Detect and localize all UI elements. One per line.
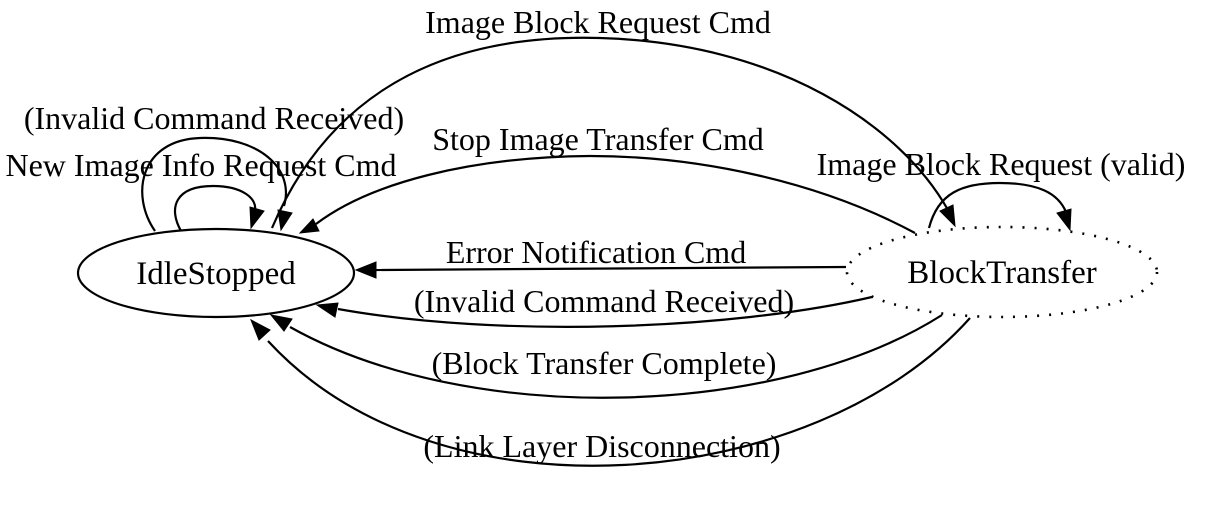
transition-new-image-info-request-cmd-path (173, 184, 257, 232)
arrowhead-invalid-command-self-loop (277, 209, 293, 232)
transition-stop-image-transfer-cmd-path (315, 154, 916, 234)
transition-block-transfer-complete-path (289, 314, 943, 399)
label-image-block-request-cmd: Image Block Request Cmd (425, 4, 771, 40)
label-new-image-info-request-cmd: New Image Info Request Cmd (5, 147, 396, 183)
transition-link-layer-disconnection-path (267, 317, 971, 467)
label-block-transfer-complete: (Block Transfer Complete) (432, 345, 777, 381)
state-label-blocktransfer: BlockTransfer (907, 255, 1096, 291)
label-invalid-command-received: (Invalid Command Received) (414, 283, 794, 319)
label-invalid-command-self-loop: (Invalid Command Received) (24, 100, 404, 136)
label-stop-image-transfer-cmd: Stop Image Transfer Cmd (432, 121, 764, 157)
arrowhead-new-image-info-request-cmd (249, 206, 265, 230)
transition-invalid-command-received-path (337, 295, 873, 328)
transition-error-notification-cmd-path (375, 265, 847, 272)
state-label-idlestopped: IdleStopped (136, 256, 296, 292)
arrowhead-stop-image-transfer-cmd (298, 218, 320, 234)
state-idlestopped: IdleStopped (76, 227, 356, 319)
arrowhead-image-block-request-cmd (939, 204, 956, 228)
arrowhead-invalid-command-received (315, 302, 339, 318)
arrowhead-link-layer-disconnection (250, 318, 271, 341)
label-link-layer-disconnection: (Link Layer Disconnection) (423, 428, 780, 464)
transition-image-block-request-cmd-path (270, 36, 949, 229)
label-image-block-request-valid: Image Block Request (valid) (817, 146, 1186, 182)
state-ellipse-blocktransfer (845, 225, 1159, 319)
state-blocktransfer: BlockTransfer (845, 225, 1159, 319)
arrowhead-block-transfer-complete (269, 314, 293, 332)
arrowhead-error-notification-cmd (354, 261, 377, 279)
state-ellipse-idlestopped (76, 227, 356, 319)
arrowhead-image-block-request-valid (1056, 208, 1072, 232)
transition-invalid-command-self-loop-path (141, 136, 287, 232)
label-error-notification-cmd: Error Notification Cmd (446, 234, 746, 270)
transition-image-block-request-valid-path (927, 181, 1068, 229)
